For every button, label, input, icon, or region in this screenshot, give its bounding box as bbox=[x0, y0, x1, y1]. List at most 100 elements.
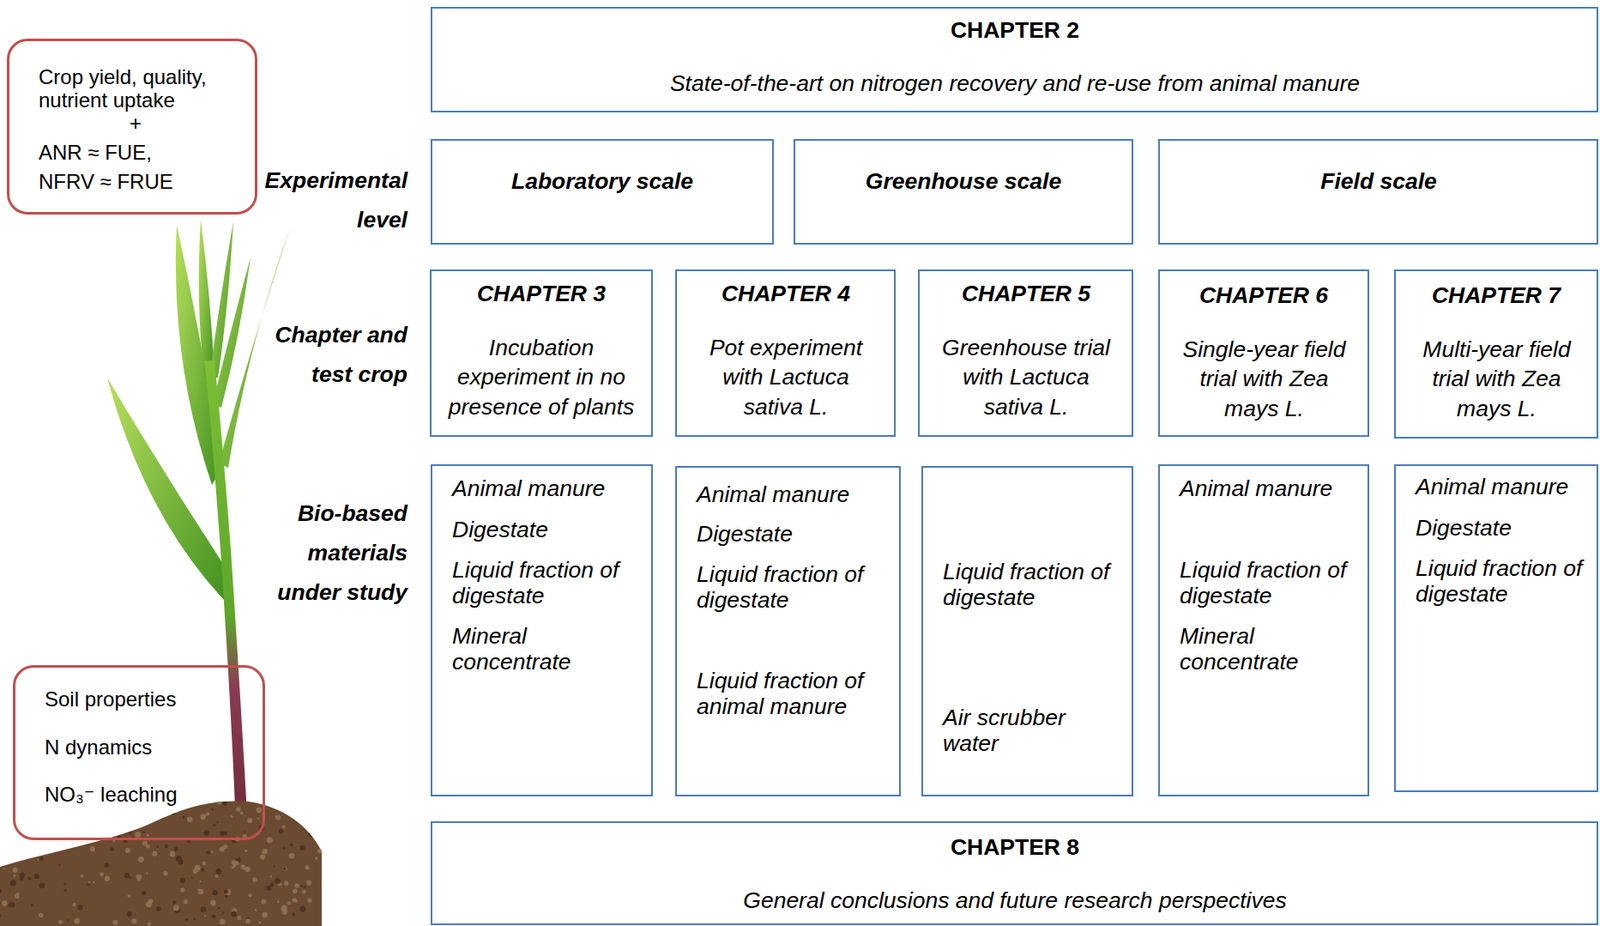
soil-grain bbox=[156, 905, 162, 912]
soil-grain bbox=[126, 911, 133, 917]
soil-grain bbox=[14, 851, 19, 856]
soil-grain bbox=[295, 882, 300, 888]
node-text: Liquid fraction of digestate bbox=[1179, 556, 1356, 609]
soil-grain bbox=[87, 881, 91, 884]
soil-texture bbox=[0, 794, 323, 926]
soil-grain bbox=[129, 876, 132, 879]
soil-grain bbox=[193, 917, 196, 920]
soil-grain bbox=[307, 830, 314, 837]
soil-grain bbox=[4, 823, 8, 828]
soil-grain bbox=[247, 817, 253, 823]
soil-grain bbox=[283, 880, 290, 886]
soil-grain bbox=[211, 808, 214, 811]
soil-grain bbox=[317, 848, 323, 854]
soil-grain bbox=[199, 813, 206, 820]
soil-grain bbox=[278, 828, 284, 834]
soil-grain bbox=[200, 905, 207, 912]
soil-grain bbox=[183, 899, 188, 904]
soil-grain bbox=[193, 868, 199, 874]
soil-grain bbox=[138, 856, 145, 863]
soil-grain bbox=[30, 903, 34, 906]
soil-grain bbox=[245, 866, 251, 872]
soil-grain bbox=[292, 897, 297, 902]
soil-grain bbox=[180, 887, 185, 892]
soil-grain bbox=[223, 888, 229, 894]
soil-grain bbox=[244, 849, 248, 852]
soil-grain bbox=[318, 822, 323, 828]
soil-grain bbox=[274, 877, 281, 884]
soil-grain bbox=[222, 800, 228, 806]
node-text: Soil properties bbox=[44, 687, 238, 711]
materials-box: Animal manureDigestateLiquid fraction of… bbox=[430, 464, 653, 797]
soil-grain bbox=[258, 921, 261, 924]
node-text: Pot experiment with Lactuca sativa L. bbox=[700, 332, 872, 423]
soil-grain bbox=[266, 836, 273, 843]
node-text: NFRV ≈ FRUE bbox=[38, 169, 232, 194]
soil-grain bbox=[99, 871, 104, 876]
soil-grain bbox=[282, 846, 285, 850]
soil-grain bbox=[173, 845, 178, 851]
node-text: Digestate bbox=[696, 520, 873, 547]
soil-grain bbox=[245, 917, 251, 924]
soil-grain bbox=[289, 852, 295, 858]
soil-grain bbox=[190, 876, 193, 879]
soil-grain bbox=[142, 840, 148, 846]
materials-box: Animal manureDigestateLiquid fraction of… bbox=[1394, 464, 1599, 792]
soil-grain bbox=[283, 866, 288, 870]
soil-grain bbox=[290, 801, 295, 805]
soil-grain bbox=[217, 799, 223, 805]
soil-grain bbox=[147, 922, 151, 926]
node-text: Liquid fraction of digestate bbox=[1415, 555, 1592, 607]
soil-grain bbox=[136, 874, 143, 881]
soil-box: Soil propertiesN dynamicsNO₃⁻ leaching bbox=[12, 664, 266, 840]
soil-grain bbox=[164, 844, 170, 849]
soil-grain bbox=[259, 853, 266, 859]
soil-grain bbox=[317, 820, 322, 825]
node-text: Greenhouse trial with Lactuca sativa L. bbox=[935, 332, 1117, 423]
node-text: Field scale bbox=[1172, 167, 1585, 195]
soil-grain bbox=[134, 831, 141, 838]
soil-grain bbox=[124, 821, 127, 823]
soil-grain bbox=[185, 917, 189, 922]
soil-grain bbox=[90, 845, 96, 852]
soil-grain bbox=[292, 888, 297, 894]
soil-grain bbox=[265, 796, 272, 803]
soil-grain bbox=[299, 905, 306, 912]
soil-grain bbox=[131, 917, 137, 924]
soil-grain bbox=[107, 820, 112, 825]
materials-box: Liquid fraction of digestateAir scrubber… bbox=[921, 465, 1134, 797]
soil-grain bbox=[310, 814, 315, 819]
soil-grain bbox=[80, 874, 85, 878]
soil-grain bbox=[101, 833, 103, 835]
chapter-heading: CHAPTER 5 bbox=[931, 279, 1121, 308]
soil-grain bbox=[9, 901, 16, 908]
soil-grain bbox=[224, 894, 229, 899]
chapter-box: CHAPTER 7Multi-year field trial with Zea… bbox=[1394, 269, 1599, 439]
soil-grain bbox=[104, 863, 109, 868]
soil-grain bbox=[3, 868, 6, 870]
soil-grain bbox=[231, 859, 236, 864]
soil-grain bbox=[215, 874, 219, 878]
node-text: Crop yield, quality, nutrient uptake bbox=[38, 65, 232, 112]
soil-grain bbox=[109, 846, 115, 852]
soil-grain bbox=[257, 817, 260, 820]
soil-grain bbox=[223, 831, 228, 835]
chapter-box: CHAPTER 6Single-year field trial with Ze… bbox=[1158, 269, 1370, 437]
chapter-heading: CHAPTER 8 bbox=[457, 833, 1573, 861]
soil-grain bbox=[157, 810, 160, 813]
soil-grain bbox=[255, 806, 262, 813]
node-text: ANR ≈ FUE, bbox=[38, 140, 232, 164]
soil-grain bbox=[305, 864, 310, 870]
soil-grain bbox=[12, 867, 19, 873]
soil-grain bbox=[172, 900, 176, 905]
soil-grain bbox=[10, 879, 17, 886]
soil-grain bbox=[210, 899, 217, 906]
scale-box: Greenhouse scale bbox=[793, 138, 1134, 245]
soil-grain bbox=[145, 871, 149, 875]
soil-grain bbox=[199, 880, 201, 882]
soil-grain bbox=[128, 831, 133, 835]
chapter-box: CHAPTER 3Incubation experiment in no pre… bbox=[429, 269, 653, 437]
soil-grain bbox=[237, 915, 242, 920]
soil-grain bbox=[22, 794, 27, 799]
soil-grain bbox=[76, 825, 82, 831]
